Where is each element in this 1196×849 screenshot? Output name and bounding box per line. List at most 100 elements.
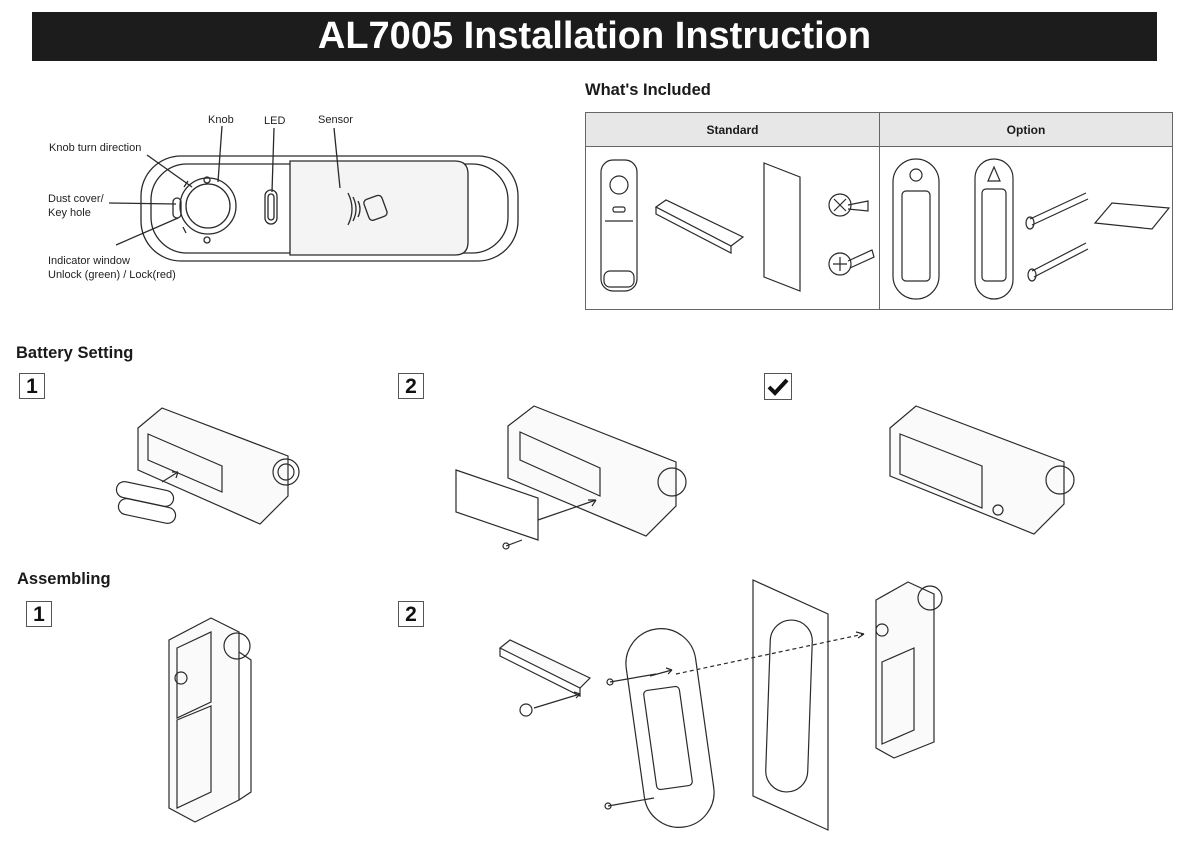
cover-plate <box>456 470 538 540</box>
knob-dot-bottom <box>204 237 210 243</box>
part-lock-bottom <box>604 271 634 287</box>
part-escutcheon-a <box>893 159 939 299</box>
battery-setting-heading: Battery Setting <box>16 344 134 362</box>
led-inner <box>268 194 274 220</box>
led-icon <box>265 190 277 224</box>
battery-a <box>115 480 175 508</box>
battery-b <box>117 497 177 525</box>
leader-dust-cover <box>109 203 176 204</box>
part-escutcheon-b <box>975 159 1013 299</box>
fixing-screw <box>520 704 532 716</box>
lock-knob-back <box>658 468 686 496</box>
leader-sensor <box>334 128 340 188</box>
lock-body-open <box>508 406 676 536</box>
escutcheon-slot <box>643 686 693 790</box>
alignment-arrow <box>856 632 864 638</box>
battery-compartment <box>148 434 222 492</box>
label-indicator-window: Indicator window Unlock (green) / Lock(r… <box>48 254 176 282</box>
part-escutcheon-b-slot <box>982 189 1006 281</box>
part-screw-long <box>829 253 851 275</box>
lock-knob-back <box>273 459 299 485</box>
battery-diagram-done <box>870 400 1090 550</box>
assembling-step-2: 2 <box>398 601 424 627</box>
lock-lower-panel <box>882 648 914 744</box>
knob-ring <box>186 184 230 228</box>
long-screw-bottom-head <box>605 803 611 809</box>
leader-indicator <box>116 218 178 245</box>
part-cover-plate <box>764 163 800 291</box>
label-sensor: Sensor <box>318 114 353 126</box>
part-long-screw-a <box>1030 193 1088 225</box>
long-screw-bottom <box>608 798 654 806</box>
leader-knob <box>218 126 222 182</box>
battery-step-1: 1 <box>19 373 45 399</box>
part-screw-long-shaft <box>848 250 874 268</box>
label-knob-turn-direction: Knob turn direction <box>49 142 142 154</box>
sensor-panel <box>290 161 468 255</box>
battery-step-2: 2 <box>398 373 424 399</box>
label-dust-cover-line1: Dust cover/ <box>48 193 104 205</box>
part-key-plate <box>656 200 743 246</box>
label-dust-cover: Dust cover/ Key hole <box>48 192 104 220</box>
contactless-icon <box>348 193 360 225</box>
insert-arrow <box>162 472 178 482</box>
lock-side <box>239 652 251 800</box>
column-standard: Standard <box>586 113 879 147</box>
lock-body-upright <box>169 618 239 822</box>
insert-arrow-escutcheon <box>650 668 672 676</box>
part-screw-short-shaft <box>848 201 868 211</box>
label-dust-cover-line2: Key hole <box>48 207 91 219</box>
knob-icon <box>180 178 236 234</box>
included-parts-illustration <box>586 147 1172 309</box>
part-key-plate-side <box>656 207 731 253</box>
battery-compartment <box>520 432 600 496</box>
cover-screw-installed <box>993 505 1003 515</box>
long-screw-top-head <box>607 679 613 685</box>
part-adhesive-sheet <box>1095 203 1169 229</box>
column-option: Option <box>880 113 1172 147</box>
door-panel <box>753 580 828 830</box>
label-led: LED <box>264 115 286 127</box>
part-long-screw-a-head <box>1026 217 1034 229</box>
column-divider <box>879 113 880 309</box>
knob-dot-top <box>204 177 210 183</box>
label-indicator-line1: Indicator window <box>48 255 130 267</box>
installed-cover <box>900 434 982 508</box>
label-knob: Knob <box>208 114 234 126</box>
part-long-screw-b <box>1032 243 1088 277</box>
lock-upper-panel <box>177 632 211 718</box>
part-escutcheon-a-slot <box>902 191 930 281</box>
lock-knob-back <box>1046 466 1074 494</box>
install-arrow <box>538 500 596 520</box>
lock-knob-back-inner <box>278 464 294 480</box>
battery-step-done <box>764 373 792 400</box>
part-screw-long-head <box>833 257 847 271</box>
lock-fixing-post <box>175 672 187 684</box>
part-lock-unit <box>601 160 637 291</box>
part-lock-knob <box>610 176 628 194</box>
credential-card-icon <box>363 194 388 221</box>
leader-led <box>272 128 274 192</box>
knob-turn-arrows <box>183 181 188 233</box>
check-icon <box>768 378 788 396</box>
lock-body-upright <box>876 582 934 758</box>
lock-body-open <box>138 408 288 524</box>
part-long-screw-b-head <box>1028 269 1036 281</box>
door-cutout <box>765 619 813 792</box>
key-plate <box>500 640 590 688</box>
assembling-step-1: 1 <box>26 601 52 627</box>
key-plate-side <box>500 648 580 696</box>
page-title: AL7005 Installation Instruction <box>32 12 1157 61</box>
whats-included-table: Standard Option <box>585 112 1173 310</box>
part-lock-led <box>613 207 625 212</box>
battery-diagram-step-2 <box>450 400 700 560</box>
label-indicator-line2: Unlock (green) / Lock(red) <box>48 269 176 281</box>
lock-fixing-post <box>876 624 888 636</box>
assembling-heading: Assembling <box>17 570 111 588</box>
assembling-diagram-step-2 <box>490 570 960 830</box>
lock-lower-panel <box>177 706 211 808</box>
long-screw-top <box>610 674 656 682</box>
cover-screw-head <box>503 543 509 549</box>
lock-knob-back <box>224 633 250 659</box>
part-escutcheon-a-hole <box>910 169 922 181</box>
